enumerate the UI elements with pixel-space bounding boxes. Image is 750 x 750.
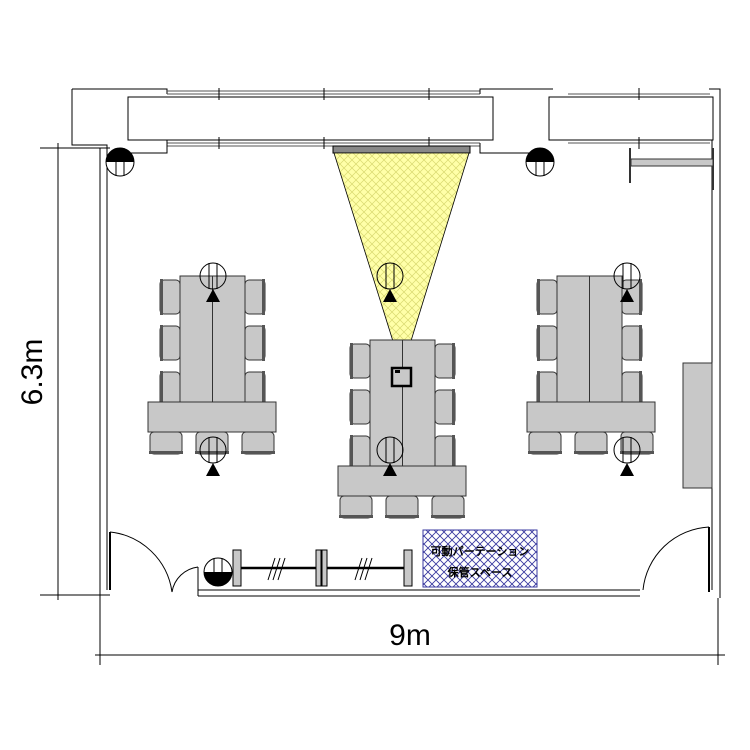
chair-icon — [620, 431, 654, 455]
chair-icon — [434, 389, 456, 425]
chair-icon — [195, 431, 229, 455]
ceiling-beam-right — [548, 96, 714, 141]
door-right-swing — [642, 526, 710, 591]
chair-icon — [431, 495, 465, 519]
door-left-swing — [109, 531, 173, 593]
chair-icon — [149, 431, 183, 455]
table — [147, 401, 277, 433]
bottom-wall — [197, 589, 640, 597]
table-groups — [147, 275, 656, 519]
projection-cone — [333, 152, 470, 372]
camera-icon — [199, 436, 227, 476]
depth-dimension-line — [40, 143, 110, 600]
movable-partition — [232, 549, 413, 587]
dimension-lines — [40, 143, 725, 665]
camera-icon — [613, 436, 641, 476]
chair-icon — [385, 495, 419, 519]
doors — [109, 526, 710, 593]
chair-icon — [621, 325, 643, 361]
table-group-center — [337, 339, 467, 519]
chair-icon — [536, 279, 558, 315]
chair-icon — [434, 343, 456, 379]
door-left-small-swing — [171, 566, 199, 593]
camera-icon — [376, 262, 404, 302]
camera-icon — [613, 262, 641, 302]
chair-icon — [528, 431, 562, 455]
chair-icon — [339, 495, 373, 519]
storage-label-line2: 保管スペース — [447, 565, 513, 579]
power-outlet-icon — [203, 557, 233, 587]
chair-icon — [159, 325, 181, 361]
width-dimension-line — [95, 598, 725, 665]
wall-cabinet — [682, 362, 713, 489]
chair-icon — [536, 325, 558, 361]
camera-icon — [199, 262, 227, 302]
camera-icon — [376, 436, 404, 476]
table — [337, 465, 467, 497]
power-outlet-icon — [105, 147, 135, 177]
partition-storage-space: 可動パーテーション 保管スペース — [422, 529, 538, 588]
chair-icon — [349, 389, 371, 425]
table-group-right — [526, 275, 656, 455]
chair-icon — [349, 343, 371, 379]
depth-label: 6.3m — [16, 339, 49, 406]
table-group-left — [147, 275, 277, 455]
chair-icon — [244, 325, 266, 361]
width-label: 9m — [389, 619, 431, 652]
table — [526, 401, 656, 433]
shelf — [629, 148, 714, 190]
projector-icon — [390, 366, 413, 388]
chair-icon — [244, 279, 266, 315]
storage-label-line1: 可動パーテーション — [431, 544, 530, 558]
window-frames — [218, 88, 640, 149]
devices — [105, 147, 641, 587]
power-outlet-icon — [525, 147, 555, 177]
chair-icon — [574, 431, 608, 455]
chair-icon — [159, 279, 181, 315]
chair-icon — [241, 431, 275, 455]
ceiling-beam-left — [127, 96, 494, 141]
projection-screen — [332, 145, 471, 154]
